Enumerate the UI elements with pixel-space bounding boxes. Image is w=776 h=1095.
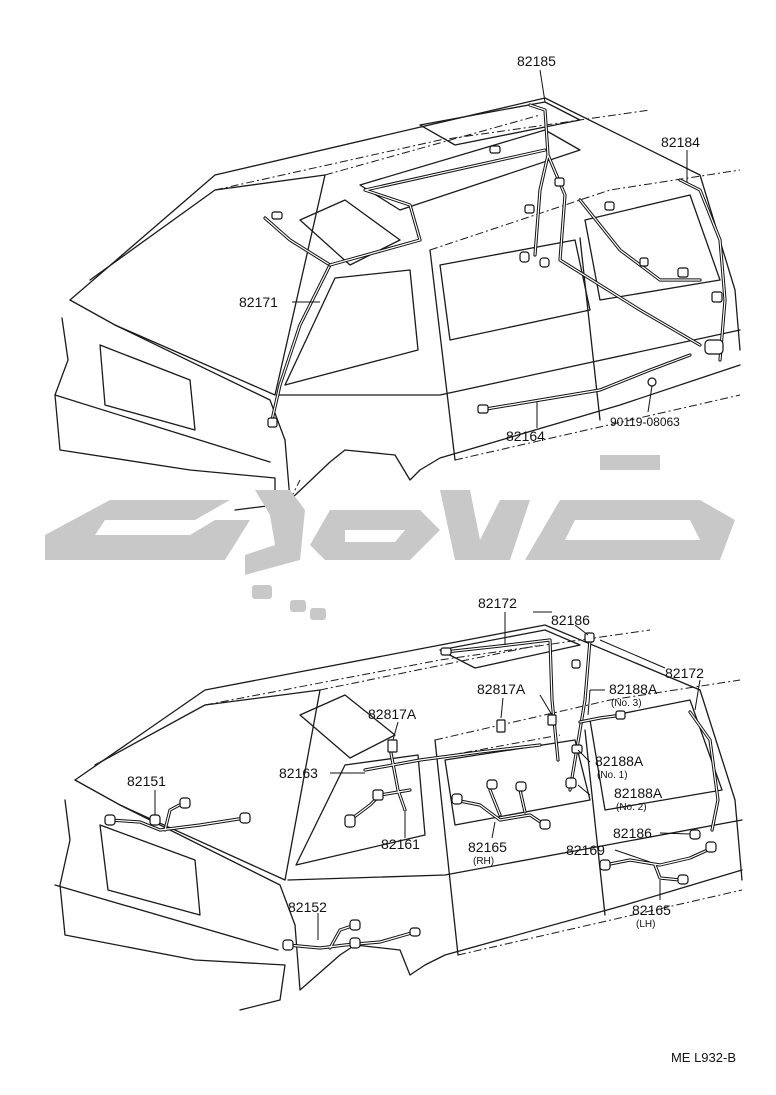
label-82165-rh: 82165	[468, 839, 507, 855]
note-82165-rh: (RH)	[473, 856, 494, 867]
label-82817a-center: 82817A	[477, 681, 526, 697]
bottom-leaders	[154, 611, 701, 940]
label-82185: 82185	[517, 53, 556, 69]
label-82164: 82164	[506, 428, 545, 444]
label-82172-roof: 82172	[478, 595, 517, 611]
label-82171: 82171	[239, 294, 278, 310]
note-82165-lh: (LH)	[636, 919, 655, 930]
label-82186-top: 82186	[551, 612, 590, 628]
label-82188a-no2: 82188A	[614, 785, 663, 801]
top-labels: 82185 82184 82171 82164 90119-08063	[239, 53, 700, 444]
bottom-vehicle-harness	[104, 632, 720, 951]
label-82151: 82151	[127, 773, 166, 789]
label-82817a-front: 82817A	[368, 706, 417, 722]
label-82169: 82169	[566, 842, 605, 858]
label-82186-rear: 82186	[613, 825, 652, 841]
label-82163: 82163	[279, 765, 318, 781]
top-vehicle-harness	[263, 103, 727, 428]
note-82188a-no2: (No. 2)	[616, 802, 647, 813]
label-82188a-no3: 82188A	[609, 681, 658, 697]
note-82188a-no3: (No. 3)	[611, 698, 642, 709]
label-82172-rear: 82172	[665, 665, 704, 681]
bottom-labels: 82172 82186 82172 82817A 82817A 82188A (…	[127, 595, 704, 930]
label-82184: 82184	[661, 134, 700, 150]
label-82188a-no1: 82188A	[595, 753, 644, 769]
figure-code: ME L932-B	[670, 1050, 736, 1065]
top-leaders	[292, 69, 688, 428]
note-82188a-no1: (No. 1)	[597, 770, 628, 781]
bottom-vehicle-body	[54, 624, 743, 1011]
watermark-logo	[45, 455, 735, 620]
label-82165-lh: 82165	[632, 902, 671, 918]
label-90119-08063: 90119-08063	[610, 415, 680, 429]
top-vehicle-body	[54, 97, 741, 511]
label-82161: 82161	[381, 836, 420, 852]
label-82152: 82152	[288, 899, 327, 915]
